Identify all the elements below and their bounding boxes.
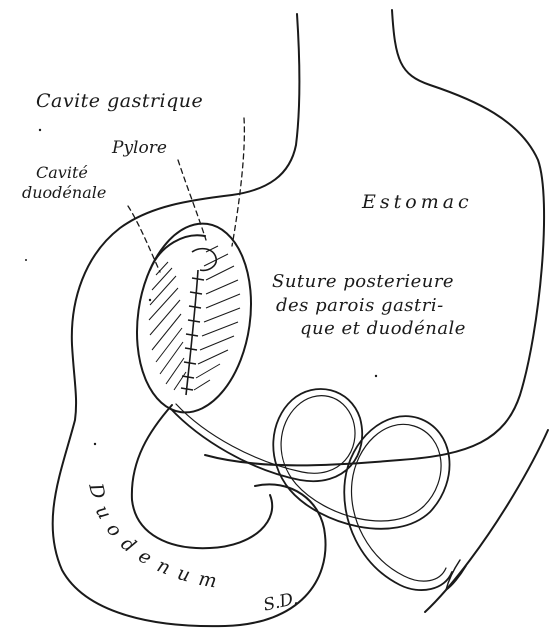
pylorus-fold: [192, 249, 216, 271]
leader-cavite-duodenale: [128, 206, 160, 272]
label-cavite-gastrique: Cavite gastrique: [36, 92, 203, 111]
label-pylore: Pylore: [112, 140, 167, 157]
suture-thread-inner: [176, 396, 446, 581]
label-suture-line3: que et duodénale: [300, 320, 466, 338]
label-suture-line1: Suture posterieure: [272, 273, 454, 291]
stomach-greater-curvature: [205, 10, 544, 465]
label-cavite-duodenale-line1: Cavité: [36, 165, 88, 181]
suture-thread-outer: [170, 389, 452, 590]
leader-cavite-gastrique: [232, 118, 244, 246]
label-suture-line2: des parois gastri-: [276, 297, 444, 315]
needle: [425, 430, 548, 612]
label-estomac: Estomac: [362, 193, 473, 212]
label-cavite-duodenale-line2: duodénale: [22, 185, 106, 201]
suture-stitches: [181, 270, 204, 395]
